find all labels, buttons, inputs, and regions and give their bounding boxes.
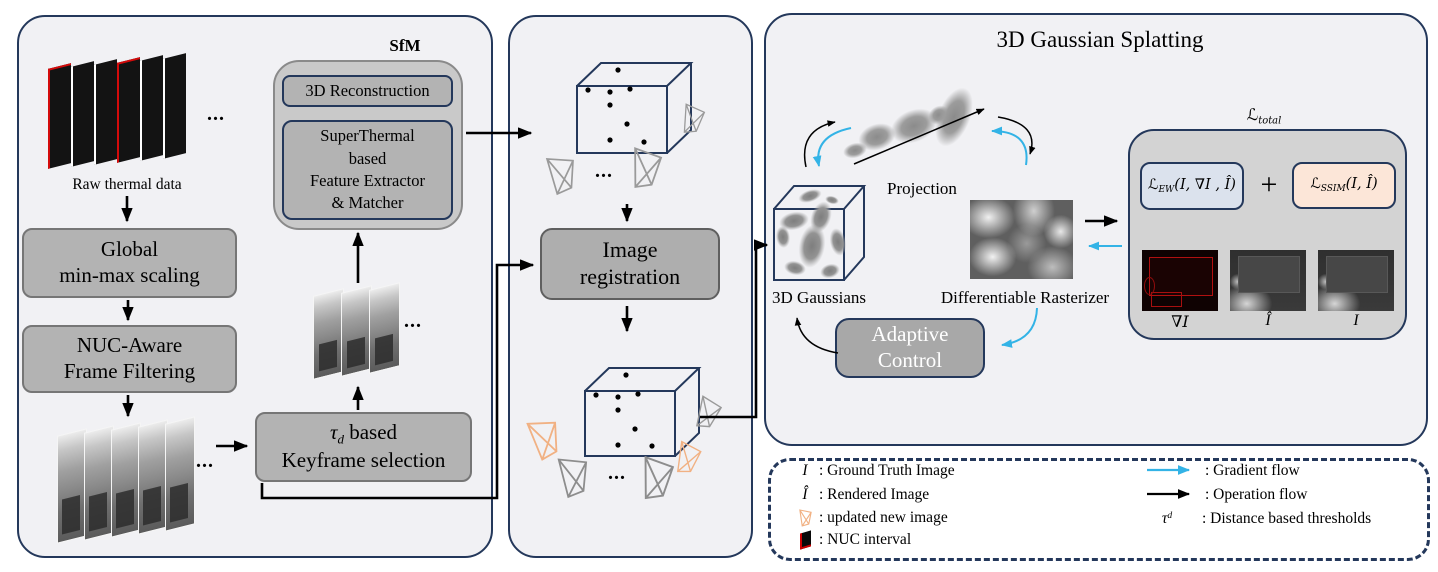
feature-line: SuperThermal bbox=[320, 126, 415, 146]
ellipsis: ... bbox=[207, 103, 225, 125]
legend-text: : Distance based thresholds bbox=[1202, 510, 1372, 527]
feature-line: & Matcher bbox=[331, 193, 404, 213]
thermal-frame bbox=[341, 285, 372, 377]
loss-ssim-label: ℒSSIM(I, Î) bbox=[1310, 176, 1378, 195]
camera-frustum-icon bbox=[634, 147, 663, 188]
projection-label: Projection bbox=[887, 179, 957, 198]
registration-line: Image bbox=[602, 237, 658, 263]
feature-extractor-box: SuperThermal based Feature Extractor & M… bbox=[282, 120, 453, 220]
rasterizer-label: Differentiable Rasterizer bbox=[940, 288, 1110, 307]
rasterizer-image bbox=[970, 200, 1073, 279]
loss-ew-label: ℒEW(I, ∇I , Î) bbox=[1148, 176, 1236, 196]
thermal-frame bbox=[57, 428, 87, 544]
thumb-gt-label: I bbox=[1353, 312, 1359, 329]
global-scaling-line: min-max scaling bbox=[59, 263, 200, 287]
camera-frustum-icon bbox=[644, 455, 675, 500]
loss-ssim-box: ℒSSIM(I, Î) bbox=[1292, 162, 1396, 209]
thermal-frame bbox=[84, 425, 114, 541]
gaussians-label: 3D Gaussians bbox=[772, 288, 866, 307]
ellipsis: ... bbox=[404, 310, 422, 332]
legend-operation-flow: : Operation flow bbox=[1205, 486, 1307, 504]
camera-frustum-icon bbox=[557, 458, 588, 499]
legend-text: : NUC interval bbox=[819, 531, 912, 548]
camera-frustum-new-icon bbox=[676, 440, 702, 473]
thermal-frame bbox=[138, 419, 168, 535]
nuc-interval-icon bbox=[795, 530, 815, 550]
raw-frame bbox=[71, 61, 94, 167]
plus-sign: + bbox=[1260, 168, 1278, 201]
reconstruction-label: 3D Reconstruction bbox=[305, 80, 430, 100]
legend-ground-truth: I : Ground Truth Image bbox=[795, 462, 955, 480]
ground-truth-thumb bbox=[1318, 250, 1394, 311]
thumb-grad-label: ∇I bbox=[1171, 312, 1189, 331]
global-scaling-box: Global min-max scaling bbox=[22, 228, 237, 298]
legend-updated-image: : updated new image bbox=[795, 508, 948, 527]
legend-rendered: Î : Rendered Image bbox=[795, 486, 929, 504]
legend-text: : Gradient flow bbox=[1205, 462, 1300, 479]
camera-frustum-icon bbox=[545, 158, 574, 196]
legend-text: : Ground Truth Image bbox=[819, 462, 955, 479]
raw-thermal-label: Raw thermal data bbox=[72, 176, 182, 193]
splatting-title: 3D Gaussian Splatting bbox=[996, 27, 1204, 52]
ellipsis: ... bbox=[608, 462, 626, 484]
ground-truth-symbol: I bbox=[802, 462, 808, 479]
keyframe-line2: Keyframe selection bbox=[281, 447, 446, 472]
loss-ew-box: ℒEW(I, ∇I , Î) bbox=[1140, 162, 1244, 210]
rendered-symbol: Î bbox=[802, 486, 808, 503]
thermal-frame bbox=[369, 282, 400, 374]
nuc-filter-line: NUC-Aware bbox=[76, 333, 183, 358]
legend-gradient-flow: : Gradient flow bbox=[1205, 462, 1300, 480]
gradient-image-thumb bbox=[1142, 250, 1218, 311]
keyframe-selection-box: τd based Keyframe selection bbox=[255, 412, 472, 482]
sfm-title: SfM bbox=[389, 36, 421, 55]
rendered-image-thumb bbox=[1230, 250, 1306, 311]
feature-line: based bbox=[348, 148, 387, 168]
global-scaling-line: Global bbox=[100, 237, 159, 262]
ellipsis: ... bbox=[196, 450, 214, 472]
legend-nuc-interval: : NUC interval bbox=[795, 530, 912, 550]
registration-line: registration bbox=[579, 264, 681, 289]
thermal-frame bbox=[165, 416, 195, 532]
reconstruction-box: 3D Reconstruction bbox=[282, 75, 453, 107]
raw-frame bbox=[163, 53, 186, 159]
adaptive-control-box: Adaptive Control bbox=[835, 318, 985, 378]
raw-frame bbox=[140, 55, 163, 161]
adaptive-line: Control bbox=[877, 348, 943, 372]
image-registration-box: Image registration bbox=[540, 228, 720, 300]
thumb-rendered-label: Î bbox=[1265, 312, 1271, 329]
camera-frustum-icon bbox=[683, 103, 706, 133]
thermal-frame bbox=[313, 288, 344, 380]
updated-image-frustum-icon bbox=[795, 508, 815, 527]
legend-text: : Operation flow bbox=[1205, 486, 1308, 503]
point-cloud-cube-top bbox=[576, 62, 694, 154]
raw-frame bbox=[117, 57, 140, 163]
thermal-frame bbox=[111, 422, 141, 538]
keyframe-line1: τd based bbox=[329, 420, 398, 448]
raw-frame bbox=[48, 63, 71, 169]
loss-total-label: ℒtotal bbox=[1246, 105, 1282, 127]
gaussian-cube bbox=[773, 185, 867, 281]
legend-text: : Rendered Image bbox=[819, 486, 930, 503]
feature-line: Feature Extractor bbox=[310, 171, 425, 190]
nuc-filter-box: NUC-Aware Frame Filtering bbox=[22, 325, 237, 393]
legend-box bbox=[768, 458, 1430, 561]
adaptive-line: Adaptive bbox=[871, 322, 949, 347]
nuc-filter-line: Frame Filtering bbox=[63, 359, 196, 383]
raw-frame bbox=[94, 59, 117, 165]
legend-text: : updated new image bbox=[819, 508, 948, 526]
ellipsis: ... bbox=[595, 160, 613, 182]
